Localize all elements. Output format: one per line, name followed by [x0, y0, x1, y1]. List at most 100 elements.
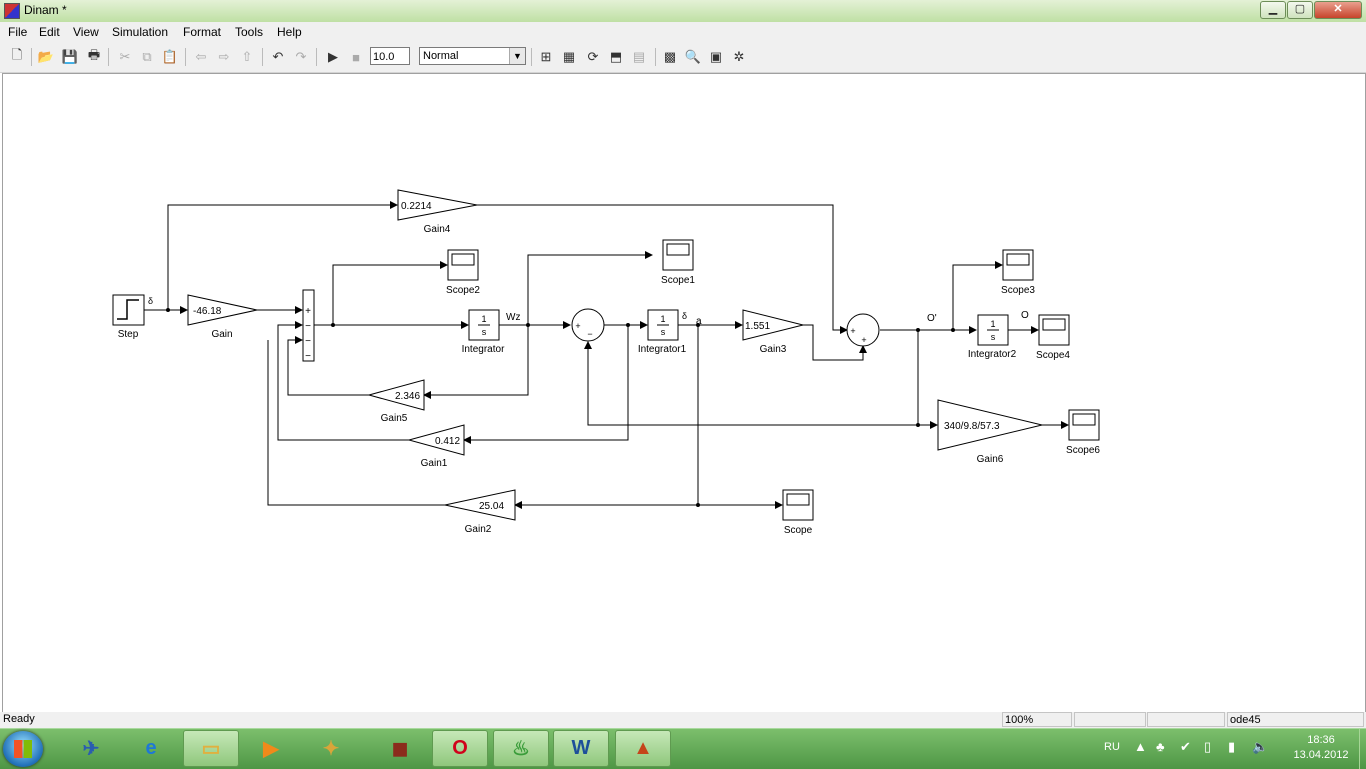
sum3-block[interactable]: + + — [846, 313, 880, 347]
paste-icon[interactable]: 📋 — [161, 49, 179, 64]
taskbar-app-icon[interactable]: ♨ — [493, 730, 549, 767]
model-browser-icon[interactable]: ▣ — [709, 49, 723, 64]
explorer-folder-icon[interactable]: ▭ — [183, 730, 239, 767]
taskbar-app-icon[interactable]: ◼ — [391, 738, 409, 760]
minimize-button[interactable]: ▁ — [1260, 1, 1286, 19]
wire-to-gain1 — [463, 325, 629, 444]
sum-block[interactable]: + − − − — [302, 289, 315, 362]
gain-label: Gain — [211, 329, 232, 340]
library-browser-icon[interactable]: ▩ — [663, 49, 677, 64]
show-hidden-icons[interactable]: ▲ — [1134, 739, 1147, 754]
integrator2-numerator: 1 — [990, 319, 995, 329]
new-model-icon[interactable]: 🗋 — [11, 47, 23, 62]
tray-check-icon[interactable]: ✔ — [1180, 739, 1191, 754]
sum-minus-sign: − — [305, 336, 311, 347]
block-diagram[interactable]: Step -46.18 Gain + − − − 0.2214 Gain4 Sc… — [3, 74, 1365, 712]
volume-icon[interactable]: 🔈 — [1252, 739, 1269, 754]
chevron-down-icon[interactable]: ▼ — [509, 48, 525, 64]
start-button[interactable] — [3, 731, 43, 767]
model-explorer-icon[interactable]: 🔍 — [684, 49, 702, 64]
undo-icon[interactable]: ↶ — [272, 49, 284, 64]
gain3-block[interactable]: 1.551 Gain3 — [742, 309, 804, 355]
menu-format[interactable]: Format — [183, 25, 222, 39]
integrator1-denominator: s — [661, 327, 666, 337]
tray-app-icon[interactable]: ♣ — [1156, 739, 1165, 754]
sum2-block[interactable]: + − — [571, 308, 605, 342]
print-icon[interactable]: 🖶 — [87, 47, 101, 62]
menu-view[interactable]: View — [73, 25, 99, 39]
matlab-icon[interactable]: ▲ — [615, 730, 671, 767]
signal-label-delta: δ — [682, 311, 687, 321]
opera-icon[interactable]: O — [432, 730, 488, 767]
forward-arrow-icon[interactable]: ⇨ — [218, 49, 230, 64]
integrator-block[interactable]: 1 s Integrator — [462, 309, 505, 355]
scope2-block[interactable]: Scope2 — [446, 249, 480, 296]
wire-gain4-to-sum3 — [477, 204, 848, 334]
wire-gain2-to-sum — [267, 350, 445, 506]
gain5-block[interactable]: 2.346 Gain5 — [367, 379, 425, 424]
scope-block[interactable]: Scope — [782, 489, 814, 536]
start-simulation-icon[interactable]: ▶ — [328, 49, 338, 64]
integrator2-label: Integrator2 — [968, 349, 1017, 360]
update-diagram-icon[interactable]: ▦ — [562, 49, 576, 64]
build-model-icon[interactable]: ⊞ — [540, 49, 552, 64]
gain1-block[interactable]: 0.412 Gain1 — [407, 424, 465, 469]
scope2-label: Scope2 — [446, 285, 480, 296]
language-indicator[interactable]: RU — [1104, 741, 1120, 753]
gain6-block[interactable]: 340/9.8/57.3 Gain6 — [937, 399, 1043, 465]
up-arrow-icon[interactable]: ⇧ — [241, 49, 253, 64]
window-title: Dinam * — [24, 3, 67, 17]
scope3-block[interactable]: Scope3 — [1001, 249, 1035, 296]
open-folder-icon[interactable]: 📂 — [37, 49, 55, 64]
integrator1-block[interactable]: 1 s Integrator1 — [638, 309, 687, 355]
gain5-label: Gain5 — [381, 413, 408, 424]
stop-time-input[interactable]: 10.0 — [370, 47, 410, 65]
gain6-value: 340/9.8/57.3 — [944, 421, 1000, 432]
gain2-block[interactable]: 25.04 Gain2 — [444, 489, 516, 535]
scope1-block[interactable]: Scope1 — [661, 239, 695, 286]
maximize-button[interactable]: ▢ — [1287, 1, 1313, 19]
menu-tools[interactable]: Tools — [235, 25, 264, 39]
sum3-plus-sign: + — [861, 335, 866, 345]
save-icon[interactable]: 💾 — [61, 49, 79, 64]
junction-dot — [916, 423, 920, 427]
scope4-block[interactable]: Scope4 — [1036, 314, 1070, 361]
media-player-icon[interactable]: ▶ — [263, 738, 279, 760]
stop-simulation-icon[interactable]: ■ — [352, 49, 360, 65]
menu-edit[interactable]: Edit — [39, 25, 60, 39]
close-button[interactable]: ✕ — [1314, 1, 1362, 19]
step-label: Step — [118, 329, 139, 340]
gain-block[interactable]: -46.18 Gain — [187, 294, 258, 340]
junction-dot — [696, 503, 700, 507]
show-desktop-button[interactable] — [1359, 729, 1366, 769]
menu-help[interactable]: Help — [277, 25, 302, 39]
gain4-block[interactable]: 0.2214 Gain4 — [397, 189, 478, 235]
internet-explorer-icon[interactable]: e — [145, 737, 157, 759]
gain-value: -46.18 — [193, 306, 222, 317]
network-icon[interactable]: ▮ — [1228, 739, 1236, 754]
grid-icon[interactable]: ▤ — [632, 49, 646, 64]
copy-icon[interactable]: ⧉ — [142, 49, 152, 64]
back-arrow-icon[interactable]: ⇦ — [195, 49, 207, 64]
wire-o-prime-to-gain6 — [917, 330, 938, 429]
tray-device-icon[interactable]: ▯ — [1204, 739, 1212, 754]
word-icon[interactable]: W — [553, 730, 609, 767]
sum2-plus-sign: + — [575, 321, 580, 331]
taskbar-app-icon[interactable]: ✦ — [322, 738, 340, 760]
debug-icon[interactable]: ✲ — [733, 49, 745, 64]
refresh-icon[interactable]: ⟳ — [587, 49, 599, 64]
model-canvas[interactable]: Step -46.18 Gain + − − − 0.2214 Gain4 Sc… — [2, 73, 1366, 713]
redo-icon[interactable]: ↷ — [295, 49, 307, 64]
incremental-build-icon[interactable]: ⬒ — [609, 49, 623, 64]
menu-file[interactable]: File — [8, 25, 28, 39]
taskbar-app-icon[interactable]: ✈ — [82, 738, 100, 760]
integrator2-block[interactable]: 1 s Integrator2 — [968, 314, 1017, 360]
scope3-label: Scope3 — [1001, 285, 1035, 296]
cut-icon[interactable]: ✂ — [119, 49, 131, 64]
menu-simulation[interactable]: Simulation — [112, 25, 169, 39]
step-block[interactable]: Step — [112, 294, 145, 340]
scope6-block[interactable]: Scope6 — [1066, 409, 1100, 456]
sum3-plus-sign: + — [850, 326, 855, 336]
clock[interactable]: 18:36 13.04.2012 — [1282, 733, 1360, 763]
simulation-mode-select[interactable]: Normal ▼ — [419, 47, 526, 65]
